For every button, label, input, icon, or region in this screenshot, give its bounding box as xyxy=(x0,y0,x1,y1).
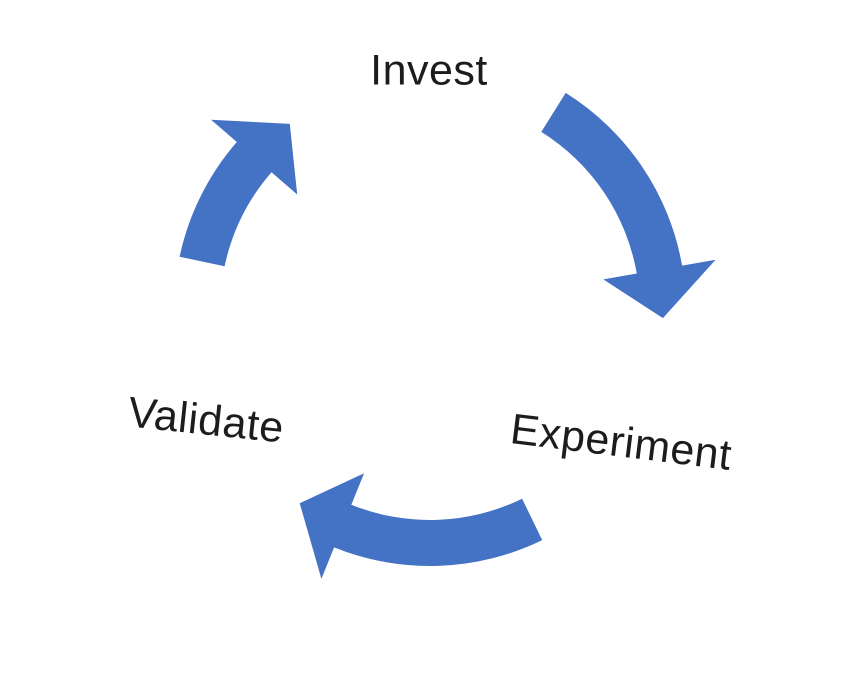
curved-arrow-experiment-to-validate-icon xyxy=(299,473,543,579)
curved-arrow-invest-to-experiment-icon xyxy=(541,92,716,319)
curved-arrow-validate-to-invest-icon xyxy=(179,119,298,267)
node-label-invest: Invest xyxy=(370,46,488,95)
